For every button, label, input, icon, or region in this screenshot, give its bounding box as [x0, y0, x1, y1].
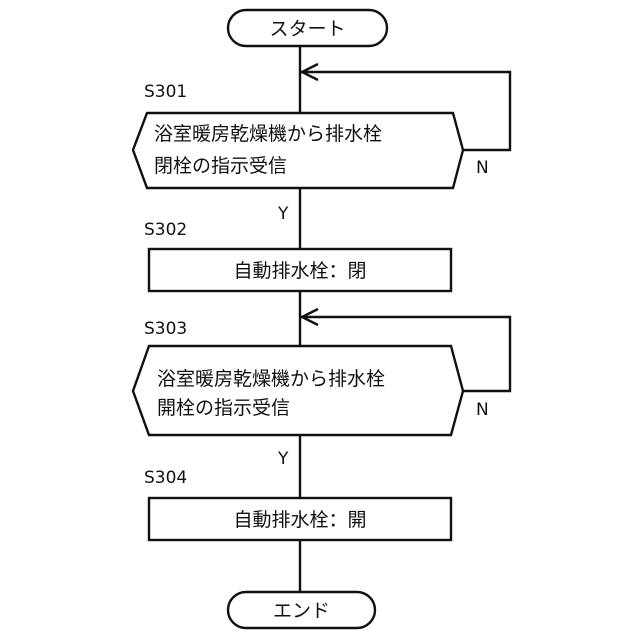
step-s301: S301 浴室暖房乾燥機から排水栓 閉栓の指示受信 Y N: [133, 82, 489, 224]
end-terminal: エンド: [228, 592, 375, 628]
decision-s301-line-1: 浴室暖房乾燥機から排水栓: [154, 123, 382, 145]
decision-s301-no-label: N: [476, 158, 489, 178]
step-id-s301: S301: [144, 82, 187, 102]
step-id-s304: S304: [144, 468, 187, 488]
start-terminal-label: スタート: [269, 18, 345, 40]
end-terminal-label: エンド: [273, 600, 330, 622]
step-s303: S303 浴室暖房乾燥機から排水栓 開栓の指示受信 Y N: [133, 319, 489, 469]
decision-s303-shape: [133, 346, 463, 435]
decision-s301-line-2: 閉栓の指示受信: [154, 155, 287, 177]
decision-s303-line-2: 開栓の指示受信: [157, 397, 290, 419]
decision-s301-yes-label: Y: [277, 204, 289, 224]
decision-s303-no-label: N: [476, 400, 489, 420]
step-s302: S302 自動排水栓：閉: [144, 220, 451, 291]
step-id-s303: S303: [144, 319, 187, 339]
process-s304-label: 自動排水栓：開: [233, 509, 366, 531]
step-s304: S304 自動排水栓：開: [144, 468, 451, 540]
step-id-s302: S302: [144, 220, 187, 240]
decision-s303-line-1: 浴室暖房乾燥機から排水栓: [157, 368, 385, 390]
start-terminal: スタート: [228, 10, 387, 46]
process-s302-label: 自動排水栓：閉: [233, 260, 366, 282]
decision-s303-yes-label: Y: [277, 449, 289, 469]
